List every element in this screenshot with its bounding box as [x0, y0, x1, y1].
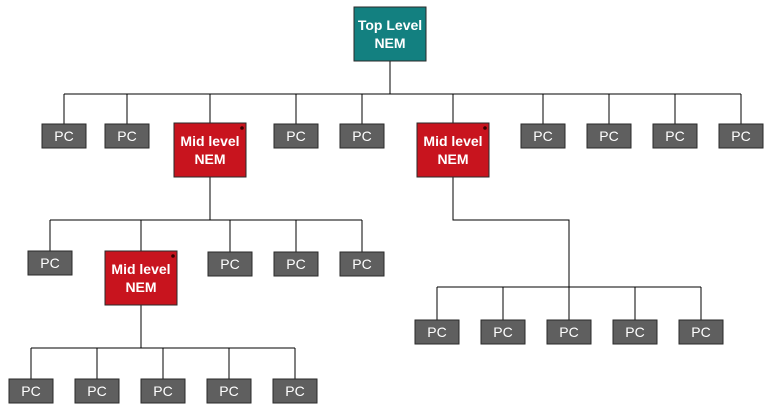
node-box [272, 378, 318, 404]
node-box [104, 123, 150, 149]
node-box [414, 319, 460, 345]
pc-node: PC [520, 123, 566, 149]
node-label: PC [153, 383, 172, 399]
node-label: Mid level [180, 133, 239, 149]
node-label: NEM [374, 35, 405, 51]
pc-node: PC [718, 123, 764, 149]
connector-stem-mid-b [452, 177, 570, 287]
pc-node: PC [206, 378, 252, 404]
node-label: PC [427, 324, 446, 340]
node-label: PC [219, 383, 238, 399]
node-box [41, 123, 87, 149]
node-box [586, 123, 632, 149]
node-label: PC [731, 128, 750, 144]
node-box [27, 250, 73, 276]
node-box [339, 251, 385, 277]
node-label: NEM [125, 279, 156, 295]
corner-marker [171, 254, 175, 258]
node-box [416, 122, 490, 178]
node-label: PC [691, 324, 710, 340]
pc-node: PC [273, 123, 319, 149]
node-box [206, 378, 252, 404]
node-label: PC [352, 256, 371, 272]
node-label: PC [625, 324, 644, 340]
pc-node: PC [678, 319, 724, 345]
node-box [273, 251, 319, 277]
node-box [207, 251, 253, 277]
node-box [678, 319, 724, 345]
pc-node: PC [273, 251, 319, 277]
node-label: PC [599, 128, 618, 144]
node-label: PC [21, 383, 40, 399]
node-box [339, 123, 385, 149]
node-box [480, 319, 526, 345]
pc-node: PC [480, 319, 526, 345]
pc-node: PC [207, 251, 253, 277]
pc-node: PC [586, 123, 632, 149]
corner-marker [240, 126, 244, 130]
node-label: NEM [437, 151, 468, 167]
node-label: Mid level [111, 261, 170, 277]
node-label: Top Level [358, 17, 422, 33]
node-label: PC [117, 128, 136, 144]
node-box [718, 123, 764, 149]
node-box [173, 122, 247, 178]
node-box [546, 319, 592, 345]
pc-node: PC [41, 123, 87, 149]
pc-node: PC [27, 250, 73, 276]
node-box [612, 319, 658, 345]
node-label: PC [493, 324, 512, 340]
connector-lines [30, 61, 742, 379]
pc-node: PC [546, 319, 592, 345]
node-label: PC [87, 383, 106, 399]
pc-node: PC [140, 378, 186, 404]
node-label: PC [665, 128, 684, 144]
node-label: Mid level [423, 133, 482, 149]
node-box [104, 250, 178, 306]
pc-node: PC [612, 319, 658, 345]
node-label: PC [533, 128, 552, 144]
node-box [140, 378, 186, 404]
node-label: PC [352, 128, 371, 144]
pc-node: PC [414, 319, 460, 345]
pc-node: PC [339, 123, 385, 149]
node-label: PC [559, 324, 578, 340]
pc-node: PC [339, 251, 385, 277]
node-box [273, 123, 319, 149]
node-label: PC [54, 128, 73, 144]
node-label: PC [285, 383, 304, 399]
node-label: PC [286, 128, 305, 144]
node-box [353, 6, 427, 62]
node-label: PC [286, 256, 305, 272]
pc-node: PC [272, 378, 318, 404]
node-box [652, 123, 698, 149]
node-label: PC [40, 255, 59, 271]
node-label: PC [220, 256, 239, 272]
node-box [8, 378, 54, 404]
node-label: NEM [194, 151, 225, 167]
node-box [520, 123, 566, 149]
pc-node: PC [74, 378, 120, 404]
pc-node: PC [8, 378, 54, 404]
node-box [74, 378, 120, 404]
pc-node: PC [652, 123, 698, 149]
pc-node: PC [104, 123, 150, 149]
corner-marker [483, 126, 487, 130]
